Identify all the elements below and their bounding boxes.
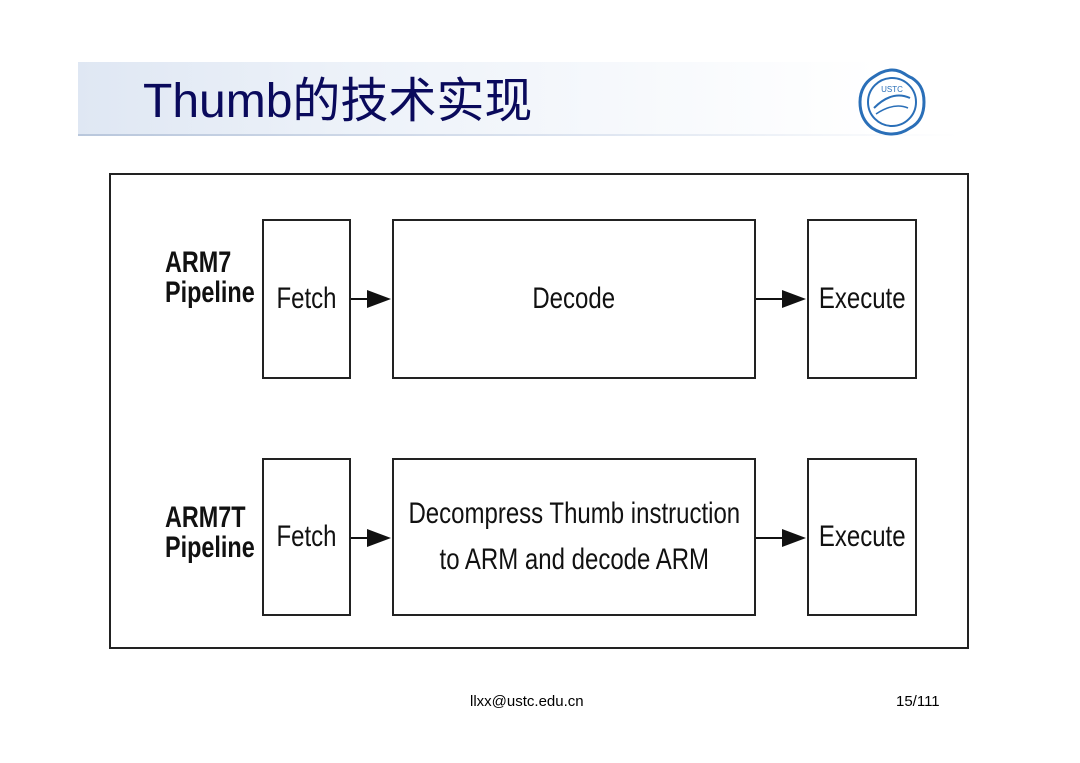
arm7-execute-label: Execute bbox=[818, 282, 906, 315]
arm7t-decode-label-line1: Decompress Thumb instruction bbox=[408, 497, 740, 530]
arm7-fetch-stage: Fetch bbox=[262, 219, 351, 379]
ustc-university-seal-icon: USTC bbox=[858, 68, 926, 136]
arm7-decode-label: Decode bbox=[532, 282, 616, 315]
arm7-decode-to-execute-arrow bbox=[756, 290, 806, 308]
arm7t-label-line1: ARM7T bbox=[165, 501, 246, 534]
arm7t-pipeline-label: ARM7T Pipeline bbox=[165, 503, 255, 563]
title-band bbox=[78, 62, 878, 136]
arm7-fetch-label: Fetch bbox=[276, 282, 337, 315]
arm7-label-line2: Pipeline bbox=[165, 276, 255, 309]
arm7t-decode-to-execute-arrow bbox=[756, 529, 806, 547]
arm7-decode-stage: Decode bbox=[392, 219, 756, 379]
arm7t-label-line2: Pipeline bbox=[165, 531, 255, 564]
arm7t-execute-label: Execute bbox=[818, 520, 906, 553]
slide-title: Thumb的技术实现 bbox=[143, 75, 533, 128]
logo-text: USTC bbox=[881, 85, 903, 94]
arm7-label-line1: ARM7 bbox=[165, 246, 232, 279]
title-divider bbox=[78, 134, 958, 136]
arm7-execute-stage: Execute bbox=[807, 219, 917, 379]
arm7-fetch-to-decode-arrow bbox=[351, 290, 391, 308]
arm7t-decompress-decode-stage: Decompress Thumb instruction to ARM and … bbox=[392, 458, 756, 616]
arm7-pipeline-label: ARM7 Pipeline bbox=[165, 248, 255, 308]
arm7t-fetch-stage: Fetch bbox=[262, 458, 351, 616]
arm7t-decode-label-line2: to ARM and decode ARM bbox=[439, 543, 709, 576]
arm7t-fetch-label: Fetch bbox=[276, 520, 337, 553]
arm7t-execute-stage: Execute bbox=[807, 458, 917, 616]
page-number: 15/111 bbox=[896, 693, 940, 710]
footer-email: llxx@ustc.edu.cn bbox=[470, 693, 584, 710]
arm7t-fetch-to-decode-arrow bbox=[351, 529, 391, 547]
